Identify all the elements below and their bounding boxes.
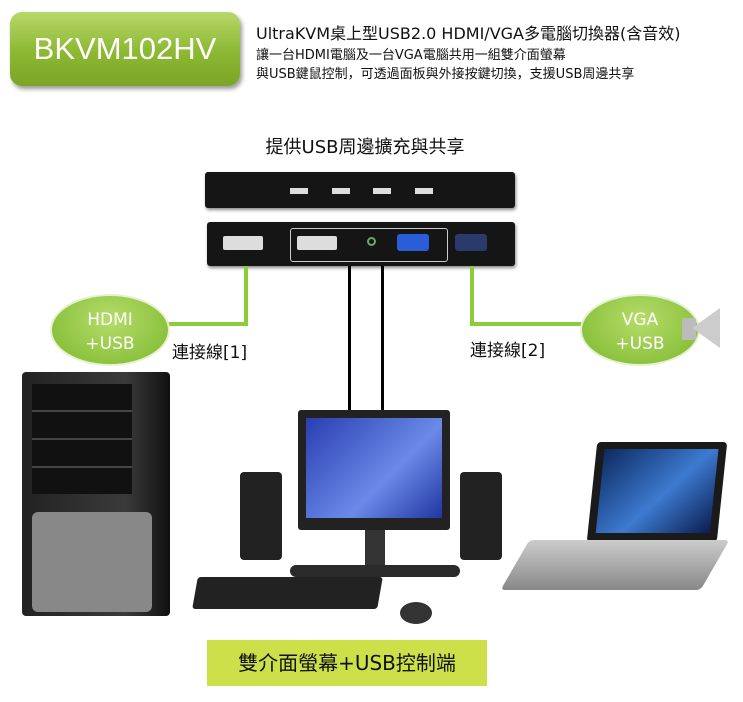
speaker-cone-icon [692,308,720,348]
dvi-port-icon [223,236,263,250]
cable-1-label: 連接線[1] [172,343,248,363]
drive-bays [32,384,132,494]
speaker-icon [682,318,696,340]
cable-2-label: 連接線[2] [470,341,546,361]
keyboard [192,577,383,609]
bubble-text: +USB [615,334,665,354]
product-title: UltraKVM桌上型USB2.0 HDMI/VGA多電腦切換器(含音效) [256,24,681,43]
model-badge: BKVM102HV [10,12,240,86]
hdmi-usb-bubble: HDMI +USB [50,294,170,366]
bubble-text: +USB [85,334,135,354]
laptop [586,442,728,542]
monitor-screen [306,418,442,518]
cable-line-1 [168,322,248,326]
description-line-2: 與USB鍵鼠控制，可透過面板與外接按鍵切換，支援USB周邊共享 [256,67,635,82]
kvm-back-panel [207,222,515,266]
bubble-text: HDMI [87,310,133,330]
vga-port-icon [455,234,487,251]
console-port-group [290,228,448,262]
monitor-cable [381,266,384,412]
vga-usb-bubble: VGA +USB [580,294,700,366]
cable-line-1 [244,266,248,326]
laptop-keyboard-base [500,540,730,590]
usb-port-icon [373,188,391,194]
front-panel [32,512,152,612]
kvm-front-panel [205,172,515,208]
monitor-cable [348,266,351,412]
description-line-1: 讓一台HDMI電腦及一台VGA電腦共用一組雙介面螢幕 [256,48,566,63]
right-speaker [460,472,502,560]
usb-port-icon [290,188,308,194]
laptop-screen [595,449,719,533]
pc-tower [22,372,170,616]
audio-jack-icon [367,237,376,246]
cable-line-2 [470,322,590,326]
usb-share-title: 提供USB周邊擴充與共享 [265,137,465,158]
mouse [400,602,432,624]
vga-port-icon [397,234,429,251]
monitor-stand [365,530,385,570]
model-name: BKVM102HV [33,31,217,66]
usb-port-icon [415,188,433,194]
monitor [298,410,450,530]
bubble-text: VGA [621,310,659,330]
usb-port-icon [332,188,350,194]
console-label: 雙介面螢幕+USB控制端 [207,640,487,686]
left-speaker [240,472,282,560]
cable-line-2 [470,266,474,326]
dvi-port-icon [297,236,337,250]
monitor-base [290,565,460,577]
